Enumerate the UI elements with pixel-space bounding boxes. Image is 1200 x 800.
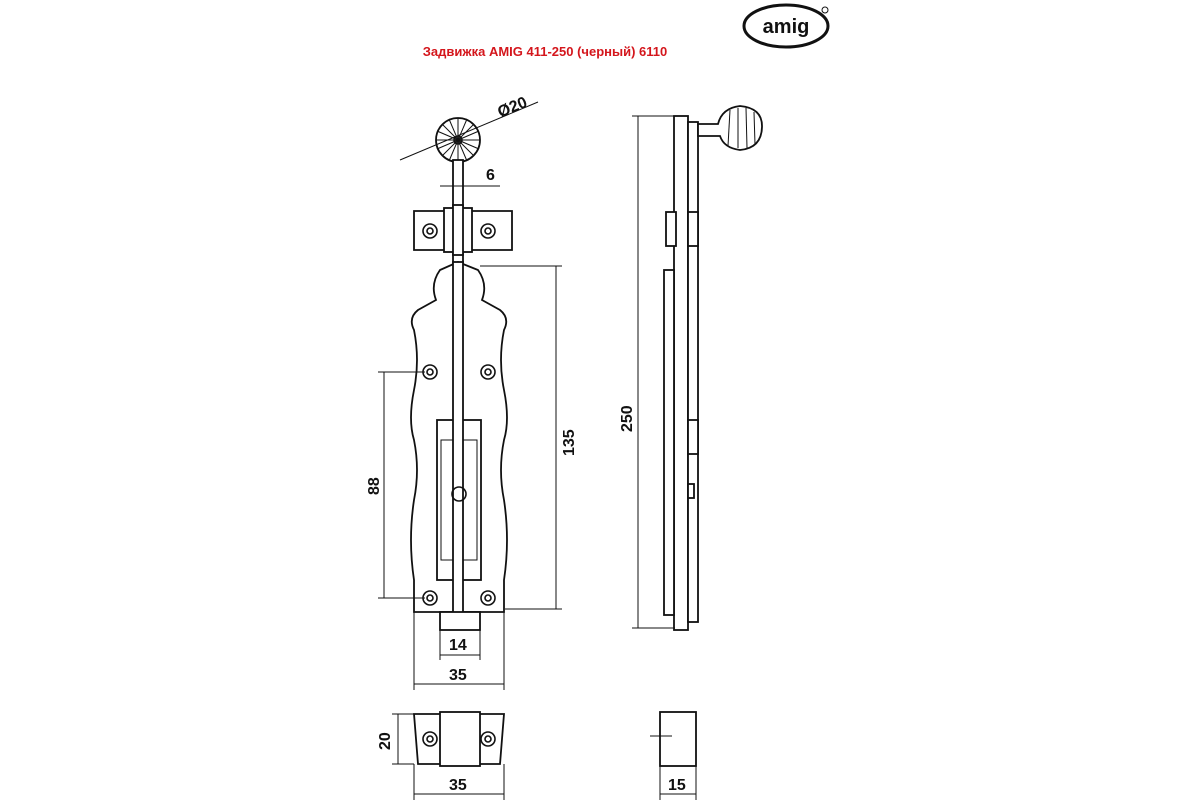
front-view: Ø20 6: [366, 94, 578, 690]
dim-rod-width: 6: [486, 167, 495, 184]
dim-knob-diameter: Ø20: [495, 94, 530, 121]
dim-bracket-height-20: 20: [377, 732, 394, 750]
top-keeper-bracket: [413, 204, 513, 256]
side-view: 250: [619, 105, 763, 631]
bracket-side-view: 15: [650, 711, 697, 800]
dim-bracket-width-35: 35: [449, 777, 467, 794]
dim-slot-width-14: 14: [449, 637, 467, 654]
bracket-front-view: 20 35: [377, 711, 505, 800]
knob-rosette: [435, 117, 481, 163]
dim-bracket-depth-15: 15: [668, 777, 686, 794]
base-plate: [410, 261, 508, 631]
svg-text:amig: amig: [763, 16, 810, 38]
dim-height-135: 135: [561, 429, 578, 456]
drawing-title: Задвижка AMIG 411-250 (черный) 6110: [422, 44, 668, 59]
amig-logo: amig: [741, 2, 831, 50]
dim-plate-width-35: 35: [449, 667, 467, 684]
dim-length-250: 250: [619, 405, 636, 432]
dim-hole-spacing-88: 88: [366, 477, 383, 495]
